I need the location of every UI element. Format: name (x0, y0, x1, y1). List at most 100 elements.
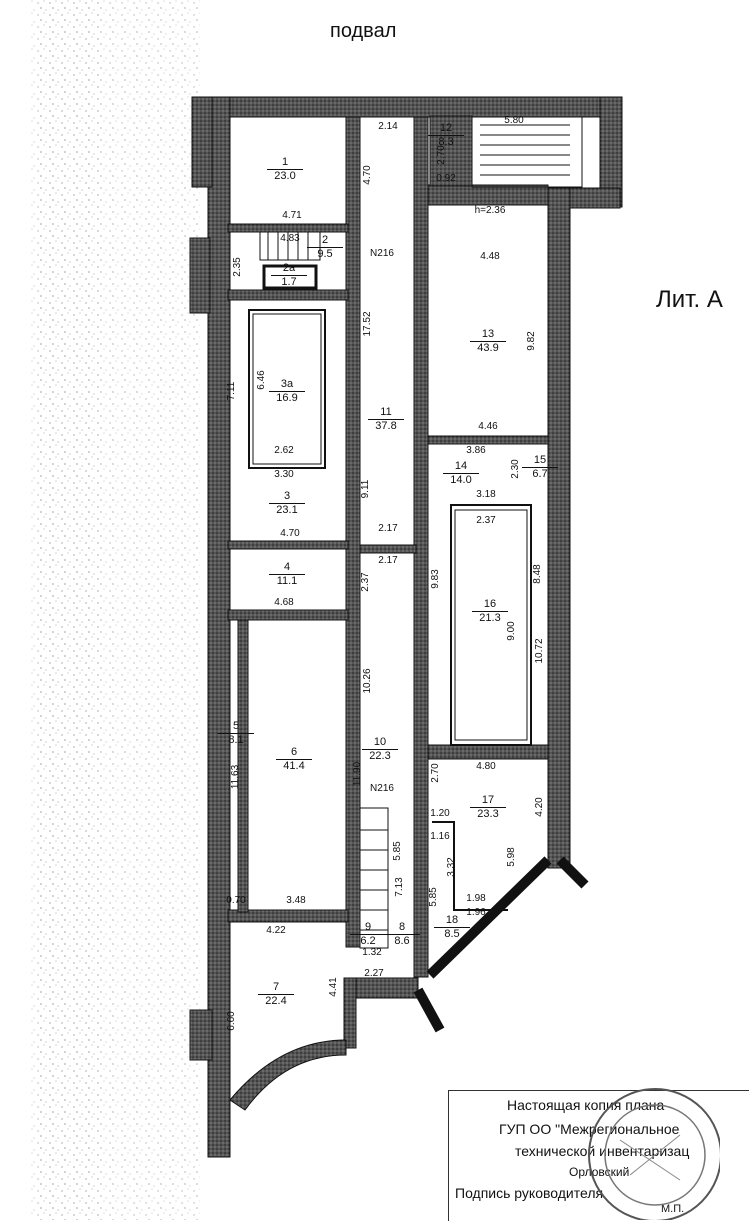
room-number: 3а (269, 378, 305, 392)
dimension-label: 4.68 (274, 597, 294, 608)
room17-outline (432, 821, 508, 911)
dimension-label: 3.30 (274, 469, 294, 480)
dimension-label: 2.70 (430, 763, 441, 783)
dimension-label: 11.63 (230, 764, 241, 790)
dimension-label: 6.60 (226, 1011, 237, 1031)
curved-wall (229, 1039, 347, 1111)
room-area: 6.2 (360, 935, 376, 947)
dimension-label: 1.16 (430, 831, 450, 842)
lit-label: Лит. А (656, 286, 723, 313)
pool-16 (450, 504, 532, 746)
dimension-label: 1.20 (430, 808, 450, 819)
dimension-label: 7.11 (226, 381, 237, 401)
room-number: 7 (258, 981, 294, 995)
room-area: 23.1 (276, 504, 298, 516)
room-number: 3 (269, 490, 305, 504)
stairs (259, 116, 583, 949)
room-area: 16.9 (276, 392, 298, 404)
room-area: 8.5 (444, 928, 460, 940)
dimension-label: 2.17 (378, 555, 398, 566)
diag-wall-1 (413, 987, 445, 1033)
dimension-label: 2.35 (232, 257, 243, 277)
dimension-label: 17.52 (362, 311, 373, 337)
dimension-label: 4.41 (328, 977, 339, 997)
dimension-label: h=2.36 (474, 205, 506, 216)
dimension-label: 5.85 (392, 841, 403, 861)
dimension-label: 3.18 (476, 489, 496, 500)
room-number: 13 (470, 328, 506, 342)
dimension-label: 2.17 (378, 523, 398, 534)
dimension-label: 2.14 (378, 121, 398, 132)
dimension-label: 4.71 (282, 210, 302, 221)
room-area: 8.3 (438, 136, 454, 148)
room-area: 37.8 (375, 420, 397, 432)
walls (189, 96, 623, 1158)
dimension-label: 1.98 (466, 893, 486, 904)
room-number: 12 (428, 122, 464, 136)
room-number: 14 (443, 460, 479, 474)
room-number: 8 (384, 921, 420, 935)
room-area: 22.4 (265, 995, 287, 1007)
dimension-label: 4.46 (478, 421, 498, 432)
room-area: 8.1 (228, 734, 244, 746)
room-area: 23.3 (477, 808, 499, 820)
dimension-label: 3.32 (446, 857, 457, 877)
seal-stamp (588, 1088, 720, 1220)
stamp-line-5: Подпись руководителя (455, 1185, 604, 1201)
dimension-label: 3.48 (286, 895, 306, 906)
dimension-label: 7.13 (394, 877, 405, 897)
dimension-label: 11.90 (352, 761, 363, 787)
room-area: 41.4 (283, 760, 305, 772)
dimension-label: 6.46 (256, 370, 267, 390)
dimension-label: 0.92 (436, 173, 456, 184)
room-number: 15 (522, 454, 558, 468)
stamp-line-3: технической инвентаризац (515, 1143, 690, 1159)
room-area: 8.6 (394, 935, 410, 947)
dimension-label: 2.70 (436, 145, 447, 165)
dimension-label: 10.72 (534, 638, 545, 664)
room-number: 4 (269, 561, 305, 575)
room-area: 14.0 (450, 474, 472, 486)
room-number: 1 (267, 156, 303, 170)
room-number: 2а (271, 262, 307, 276)
room-number: 6 (276, 746, 312, 760)
dimension-label: 1.96 (466, 907, 486, 918)
room-area: 9.5 (317, 248, 333, 260)
diag-wall-3 (556, 856, 589, 889)
dimension-label: 2.27 (364, 968, 384, 979)
dimension-label: 4.83 (280, 233, 300, 244)
room-area: 22.3 (369, 750, 391, 762)
dimension-label: 9.82 (526, 331, 537, 351)
dimension-label: N216 (370, 248, 394, 259)
dimension-label: 2.30 (510, 459, 521, 479)
dimension-label: N216 (370, 783, 394, 794)
scan-noise-2 (40, 0, 100, 1220)
room-area: 1.7 (281, 276, 297, 288)
dimension-label: 8.48 (532, 564, 543, 584)
room-number: 2 (307, 234, 343, 248)
dimension-label: 2.62 (274, 445, 294, 456)
dimension-label: 2.37 (360, 572, 371, 592)
pool-3a (248, 309, 326, 469)
dimension-label: 5.98 (506, 847, 517, 867)
dimension-label: 4.48 (480, 251, 500, 262)
room-number: 5 (218, 720, 254, 734)
room-area: 21.3 (479, 612, 501, 624)
room-number: 17 (470, 794, 506, 808)
room-number: 9 (350, 921, 386, 935)
